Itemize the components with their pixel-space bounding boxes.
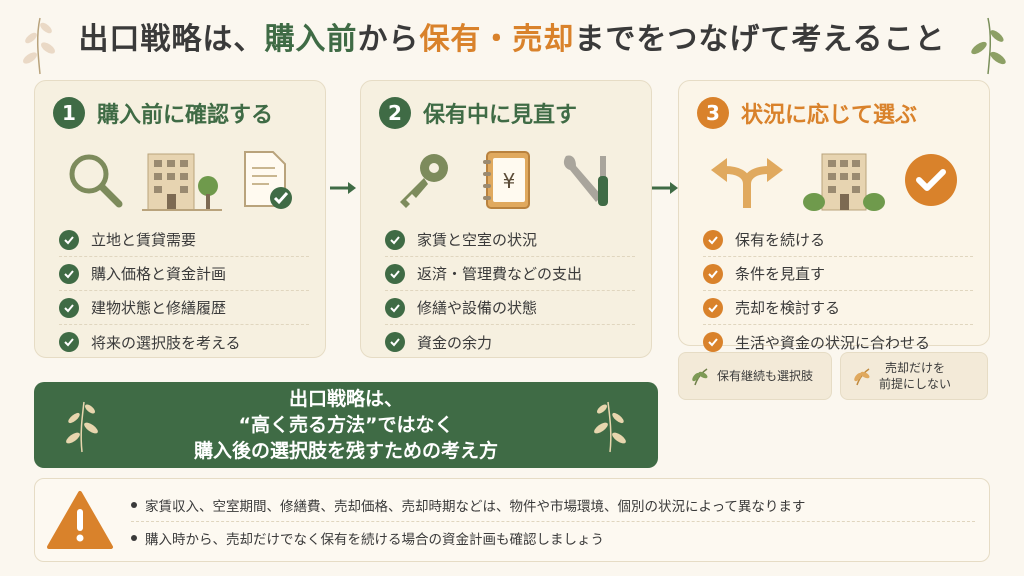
item-label: 立地と賃貸需要 [91,231,197,249]
card-title: 購入前に確認する [97,103,274,128]
fork-arrow-icon [710,158,783,208]
notice-item: 家賃収入、空室期間、修繕費、売却価格、売却時期などは、物件や市場環境、個別の状況… [131,489,975,521]
step-number: 3 [697,97,729,129]
tools-icon [564,155,609,206]
leaf-sprig-icon [23,17,55,75]
leaf-sprig-icon [66,401,98,453]
banner-line-2: “高く売る方法”ではなく [238,414,454,436]
step-card-1: 1 購入前に確認する 立地と賃貸需要 [34,80,326,358]
check-icon [703,332,723,352]
check-icon [385,263,405,284]
check-icon [385,229,405,250]
list-item: 資金の余力 [385,325,635,359]
list-item: 保有を続ける [703,223,973,257]
key-message-banner: 出口戦略は、 “高く売る方法”ではなく 購入後の選択肢を残すための考え方 [34,382,658,468]
leaf-sprig-icon [971,17,1006,75]
item-label: 売却を検討する [735,299,841,317]
item-label: 将来の選択肢を考える [91,333,241,352]
key-icon [399,154,448,208]
page-title: 出口戦略は、購入前から保有・売却までをつなげて考えること [0,14,1024,66]
yen-ledger-icon: ¥ [482,151,530,209]
check-icon [385,297,405,318]
item-label: 条件を見直す [735,265,826,283]
banner-line-3: 購入後の選択肢を残すための考え方 [193,440,498,462]
notice-box: 家賃収入、空室期間、修繕費、売却価格、売却時期などは、物件や市場環境、個別の状況… [34,478,990,562]
document-check-icon [244,151,293,209]
item-label: 生活や資金の状況に合わせる [735,333,931,352]
notice-text: 家賃収入、空室期間、修繕費、売却価格、売却時期などは、物件や市場環境、個別の状況… [145,499,806,515]
check-icon [59,332,79,352]
step-card-3: 3 状況に応じて選ぶ 保有を続ける [678,80,990,352]
list-item: 返済・管理費などの支出 [385,257,635,291]
title-part-1: 出口戦略は、 [78,22,265,57]
title-part-2: 購入前 [264,22,358,57]
tag-continue-holding: 保有継続も選択肢 [678,352,832,400]
notice-item: 購入時から、売却だけでなく保有を続ける場合の資金計画も確認しましょう [131,521,975,553]
leaf-icon [692,368,708,386]
item-label: 保有を続ける [735,231,826,249]
tag-label-line-1: 売却だけを [885,361,946,375]
building-icon [141,153,222,211]
check-icon [59,263,79,284]
list-item: 家賃と空室の状況 [385,223,635,257]
card-header: 2 保有中に見直す [379,95,577,131]
item-label: 購入価格と資金計画 [91,265,227,283]
notice-text: 購入時から、売却だけでなく保有を続ける場合の資金計画も確認しましょう [145,531,604,548]
check-circle-icon [905,154,958,206]
check-icon [703,297,723,318]
card-title: 状況に応じて選ぶ [741,103,918,128]
list-item: 購入価格と資金計画 [59,257,309,291]
item-label: 修繕や設備の状態 [417,299,538,317]
list-item: 売却を検討する [703,291,973,325]
list-item: 修繕や設備の状態 [385,291,635,325]
list-item: 建物状態と修繕履歴 [59,291,309,325]
step-number: 2 [379,97,411,129]
card-title: 保有中に見直す [423,103,578,128]
warning-icon [47,491,113,549]
list-item: 生活や資金の状況に合わせる [703,325,973,359]
title-part-4: 保有・売却 [419,22,575,57]
check-icon [703,229,723,250]
banner-line-1: 出口戦略は、 [288,388,403,410]
arrow-right-icon [330,182,356,194]
leaf-icon [854,368,870,386]
item-label: 家賃と空室の状況 [417,231,538,249]
bullet-icon [131,534,137,541]
arrow-right-icon [652,182,678,194]
list-item: 条件を見直す [703,257,973,291]
card-header: 1 購入前に確認する [53,95,273,131]
bullet-icon [131,502,137,508]
tag-label-line-2: 前提にしない [879,377,952,391]
check-icon [703,263,723,284]
yen-symbol: ¥ [503,169,516,193]
step-number: 1 [53,97,85,129]
building-icon [802,153,885,211]
leaf-sprig-icon [594,401,626,453]
list-item: 立地と賃貸需要 [59,223,309,257]
card-header: 3 状況に応じて選ぶ [697,95,917,131]
check-icon [59,229,79,250]
item-label: 返済・管理費などの支出 [417,265,583,283]
list-item: 将来の選択肢を考える [59,325,309,359]
tag-not-only-selling: 売却だけを 前提にしない [840,352,988,400]
tag-label: 保有継続も選択肢 [717,369,814,383]
magnifier-icon [69,154,123,208]
check-icon [385,332,405,352]
item-label: 資金の余力 [417,333,493,352]
title-part-5: までをつなげて考えること [574,22,946,57]
check-icon [59,297,79,318]
title-part-3: から [357,22,420,57]
item-label: 建物状態と修繕履歴 [91,299,227,317]
step-card-2: 2 保有中に見直す ¥ 家賃と空室の状況 返済・管理費などの支出 [360,80,652,358]
option-tags: 保有継続も選択肢 売却だけを 前提にしない [678,352,988,400]
